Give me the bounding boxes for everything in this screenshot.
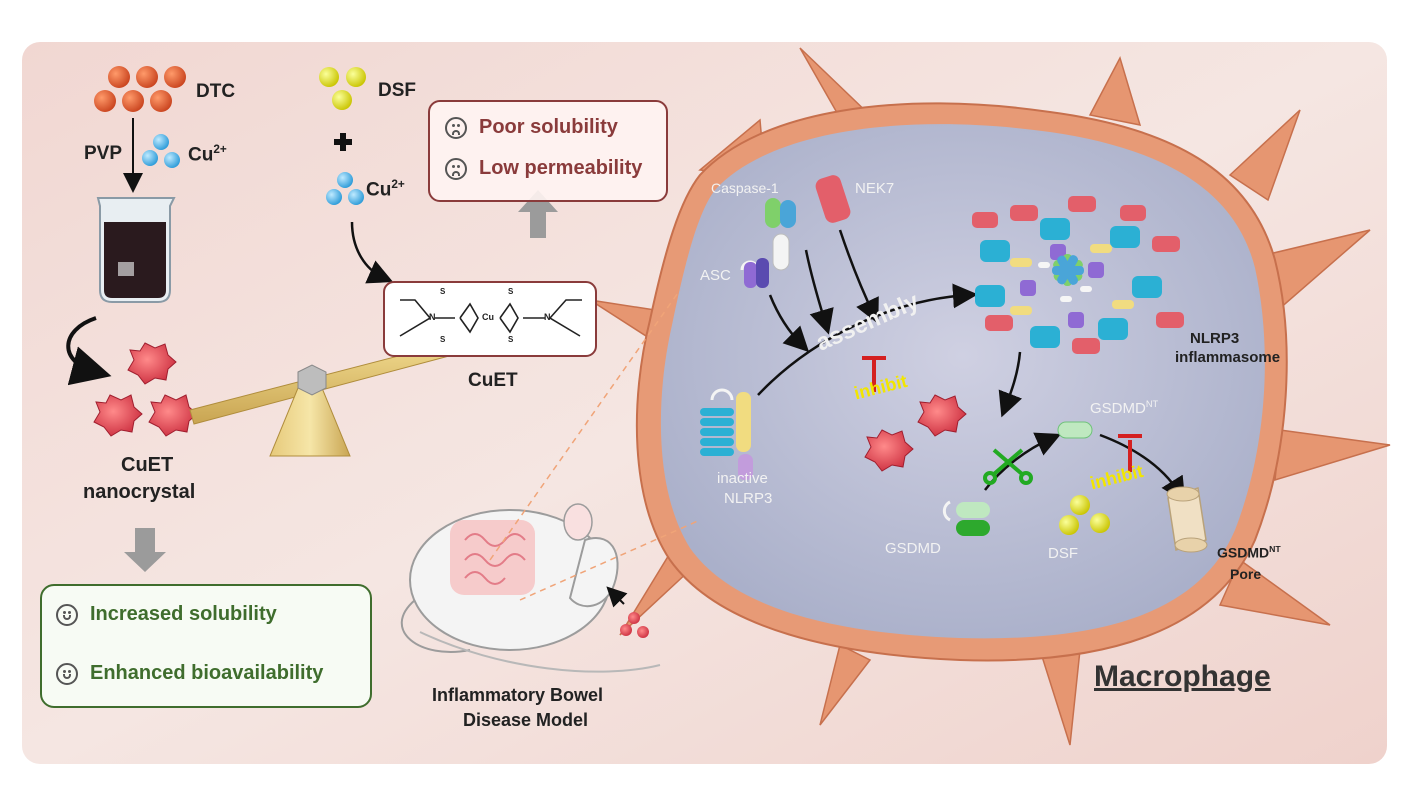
macrophage-title: Macrophage: [1094, 660, 1271, 693]
scissors-icon: [983, 448, 1033, 485]
gsdmd-pore-icon: [1166, 486, 1208, 553]
dsf-particles-cell: [1059, 495, 1110, 535]
molecule-cu: Cu: [482, 312, 494, 322]
nek7-label: NEK7: [855, 180, 895, 197]
ibd-line2: Disease Model: [463, 710, 589, 730]
dsf-particles-top: [319, 67, 366, 110]
molecule-s3: S: [508, 287, 514, 296]
mouse-dose-crystals: [620, 612, 649, 638]
cu-left-label: Cu2+: [188, 143, 227, 166]
asc-label: ASC: [700, 267, 731, 284]
cuet-nanocrystal-line1: CuET: [121, 454, 174, 476]
cu-mid-label: Cu2+: [366, 178, 405, 201]
dsf-top-label: DSF: [378, 80, 416, 101]
dsf-cell-label: DSF: [1048, 545, 1078, 562]
macrophage-spikes: [589, 47, 1391, 746]
smile-face-icon: [56, 603, 78, 626]
drawback-box: [428, 100, 668, 202]
gsdmd-protein: [942, 500, 990, 536]
inactive-nlrp3-line1: inactive: [717, 470, 768, 487]
asc-protein: [740, 258, 769, 288]
seesaw-icon: [189, 339, 465, 457]
sad-face-icon: [445, 157, 467, 180]
inhibit-icons: [862, 356, 1142, 472]
molecule-n2: N: [544, 312, 551, 322]
enhanced-bioavailability-item: Enhanced bioavailability: [56, 662, 323, 685]
smile-face-icon: [56, 662, 78, 685]
molecule-s4: S: [508, 335, 514, 344]
benefit-box: [40, 584, 372, 708]
gsdmd-pore-line2: Pore: [1230, 566, 1262, 582]
caspase1-protein: [765, 198, 796, 271]
inactive-nlrp3-protein: [700, 388, 753, 480]
caspase1-label: Caspase-1: [711, 180, 779, 196]
molecule-s2: S: [440, 335, 446, 344]
cuet-structure: [399, 299, 582, 337]
cuet-nanocrystal-line2: nanocrystal: [83, 481, 196, 503]
cuet-molecule-box: [383, 281, 597, 357]
molecule-s1: S: [440, 287, 446, 296]
pvp-label: PVP: [84, 143, 123, 164]
gsdmd-nt-fragment: [1057, 421, 1093, 439]
arrow-to-cuet: [350, 221, 394, 284]
sad-face-icon: [445, 116, 467, 139]
dtc-particles: [94, 66, 186, 112]
macrophage-crystals: [864, 394, 967, 472]
cuet-label: CuET: [468, 370, 518, 391]
inactive-nlrp3-line2: NLRP3: [724, 490, 773, 507]
gray-down-arrow: [124, 528, 166, 572]
increased-solubility-item: Increased solubility: [56, 603, 277, 626]
poor-solubility-item: Poor solubility: [445, 116, 618, 139]
nlrp3-inflammasome-line2: inflammasome: [1175, 349, 1281, 366]
nek7-protein: [815, 175, 851, 223]
nlrp3-inflammasome: [972, 196, 1184, 354]
zoom-lines: [489, 289, 701, 601]
beaker-icon: [96, 197, 176, 303]
gsdmd-label: GSDMD: [885, 540, 941, 557]
dtc-label: DTC: [196, 81, 236, 102]
low-permeability-item: Low permeability: [445, 157, 642, 180]
macrophage-cytoplasm: [660, 124, 1265, 639]
gsdmd-pore-line1: GSDMDNT: [1217, 544, 1281, 561]
mouse-icon: [400, 503, 661, 673]
cuet-nanocrystals: [93, 342, 198, 437]
arrow-dose: [606, 586, 628, 608]
gsdmd-nt-label: GSDMDNT: [1090, 399, 1159, 417]
nlrp3-inflammasome-line1: NLRP3: [1190, 330, 1240, 347]
ibd-line1: Inflammatory Bowel: [432, 685, 604, 705]
plus-icon: [334, 133, 352, 151]
cu-particles-left: [142, 134, 180, 168]
macrophage-arrows: [757, 229, 1186, 503]
molecule-n1: N: [429, 312, 436, 322]
gray-up-arrow: [518, 190, 558, 238]
arrow-to-nanocrystal: [66, 316, 112, 386]
cu-particles-mid: [326, 172, 364, 205]
